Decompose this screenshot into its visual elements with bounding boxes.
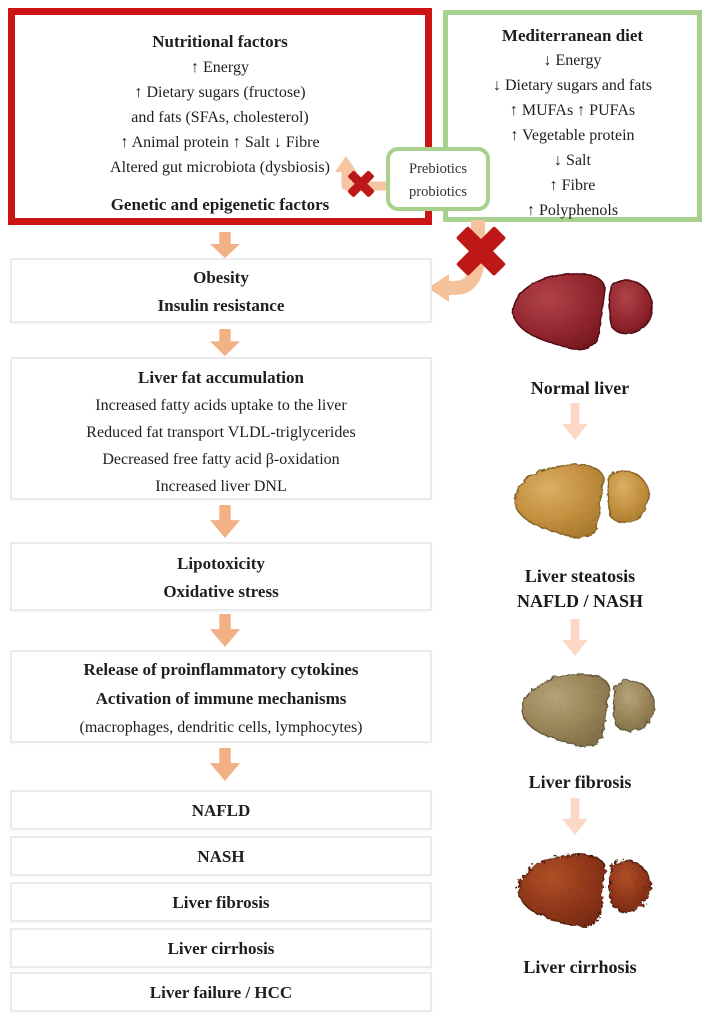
mediterranean-line: ↓ Dietary sugars and fats bbox=[492, 77, 653, 94]
down-arrow-icon bbox=[210, 614, 240, 647]
liver-cirrhosis-label: Liver cirrhosis bbox=[523, 957, 637, 977]
mediterranean-diet-title: Mediterranean diet bbox=[501, 26, 644, 45]
liver-fibrosis-stage-label: Liver fibrosis bbox=[172, 893, 270, 912]
stage-box-liver-fibrosis: Liver fibrosis bbox=[10, 882, 432, 922]
nash-label: NASH bbox=[197, 847, 245, 866]
lipotoxicity-label: Lipotoxicity bbox=[177, 554, 265, 573]
prebiotics-probiotics-box: Prebiotics probiotics bbox=[386, 147, 490, 211]
liver-cirrhosis-stage-label: Liver cirrhosis bbox=[167, 939, 275, 958]
liver-fat-detail: Reduced fat transport VLDL-triglycerides bbox=[86, 424, 356, 441]
nutritional-line: and fats (SFAs, cholesterol) bbox=[131, 109, 309, 126]
x-mark-icon-large bbox=[454, 224, 508, 278]
down-arrow-icon bbox=[562, 403, 588, 440]
liver-failure-hcc-label: Liver failure / HCC bbox=[149, 983, 293, 1002]
nutritional-line: ↑ Animal protein ↑ Salt ↓ Fibre bbox=[120, 134, 320, 151]
mediterranean-line: ↓ Salt bbox=[554, 152, 591, 169]
liver-fat-detail: Decreased free fatty acid β-oxidation bbox=[102, 451, 340, 468]
nafld-nash-label: NAFLD / NASH bbox=[516, 591, 643, 611]
immune-cells-label: (macrophages, dendritic cells, lymphocyt… bbox=[79, 719, 363, 736]
down-arrow-icon bbox=[210, 748, 240, 781]
mediterranean-line: ↑ MUFAs ↑ PUFAs bbox=[509, 102, 636, 119]
immune-activation-label: Activation of immune mechanisms bbox=[95, 689, 347, 708]
obesity-box: Obesity Insulin resistance bbox=[10, 258, 432, 323]
down-arrow-icon bbox=[562, 619, 588, 656]
nutritional-line: ↑ Energy bbox=[191, 59, 249, 76]
liver-fat-detail: Increased liver DNL bbox=[155, 478, 287, 495]
genetic-factors-label: Genetic and epigenetic factors bbox=[110, 195, 330, 214]
stage-box-nafld: NAFLD bbox=[10, 790, 432, 830]
steatosis-liver-illustration bbox=[513, 463, 649, 538]
obesity-label: Obesity bbox=[193, 268, 249, 287]
lipotoxicity-box: Lipotoxicity Oxidative stress bbox=[10, 542, 432, 611]
cytokines-box: Release of proinflammatory cytokines Act… bbox=[10, 650, 432, 743]
nutritional-line: ↑ Dietary sugars (fructose) bbox=[134, 84, 306, 101]
mediterranean-line: ↑ Fibre bbox=[549, 177, 596, 194]
down-arrow-icon bbox=[210, 232, 240, 258]
nafld-label: NAFLD bbox=[191, 801, 251, 820]
stage-box-nash: NASH bbox=[10, 836, 432, 876]
liver-fat-title: Liver fat accumulation bbox=[138, 368, 304, 387]
normal-liver-label: Normal liver bbox=[530, 378, 630, 398]
liver-steatosis-label: Liver steatosis bbox=[524, 566, 636, 586]
nutritional-line: Altered gut microbiota (dysbiosis) bbox=[110, 159, 330, 176]
liver-fat-detail: Increased fatty acids uptake to the live… bbox=[95, 397, 347, 414]
liver-fibrosis-label: Liver fibrosis bbox=[528, 772, 632, 792]
cytokines-release-label: Release of proinflammatory cytokines bbox=[83, 660, 359, 679]
cirrhosis-liver-illustration bbox=[516, 852, 650, 926]
nutritional-factors-title: Nutritional factors bbox=[152, 32, 288, 51]
liver-fat-accumulation-box: Liver fat accumulation Increased fatty a… bbox=[10, 357, 432, 500]
mediterranean-line: ↓ Energy bbox=[543, 52, 602, 69]
mediterranean-line: ↑ Vegetable protein bbox=[510, 127, 635, 144]
down-arrow-icon bbox=[210, 329, 240, 356]
insulin-resistance-label: Insulin resistance bbox=[157, 296, 285, 315]
mediterranean-line: ↑ Polyphenols bbox=[526, 202, 619, 219]
nutritional-factors-box: Nutritional factors ↑ Energy ↑ Dietary s… bbox=[8, 8, 432, 225]
normal-liver-illustration bbox=[511, 272, 653, 350]
stage-box-liver-cirrhosis: Liver cirrhosis bbox=[10, 928, 432, 968]
stage-box-liver-failure-hcc: Liver failure / HCC bbox=[10, 972, 432, 1012]
prebiotics-label: Prebiotics bbox=[409, 161, 467, 177]
down-arrow-icon bbox=[562, 798, 588, 835]
down-arrow-icon bbox=[210, 505, 240, 538]
fibrosis-liver-illustration bbox=[520, 672, 654, 746]
x-mark-icon-small bbox=[346, 169, 376, 199]
oxidative-stress-label: Oxidative stress bbox=[163, 582, 279, 601]
probiotics-label: probiotics bbox=[409, 184, 467, 200]
